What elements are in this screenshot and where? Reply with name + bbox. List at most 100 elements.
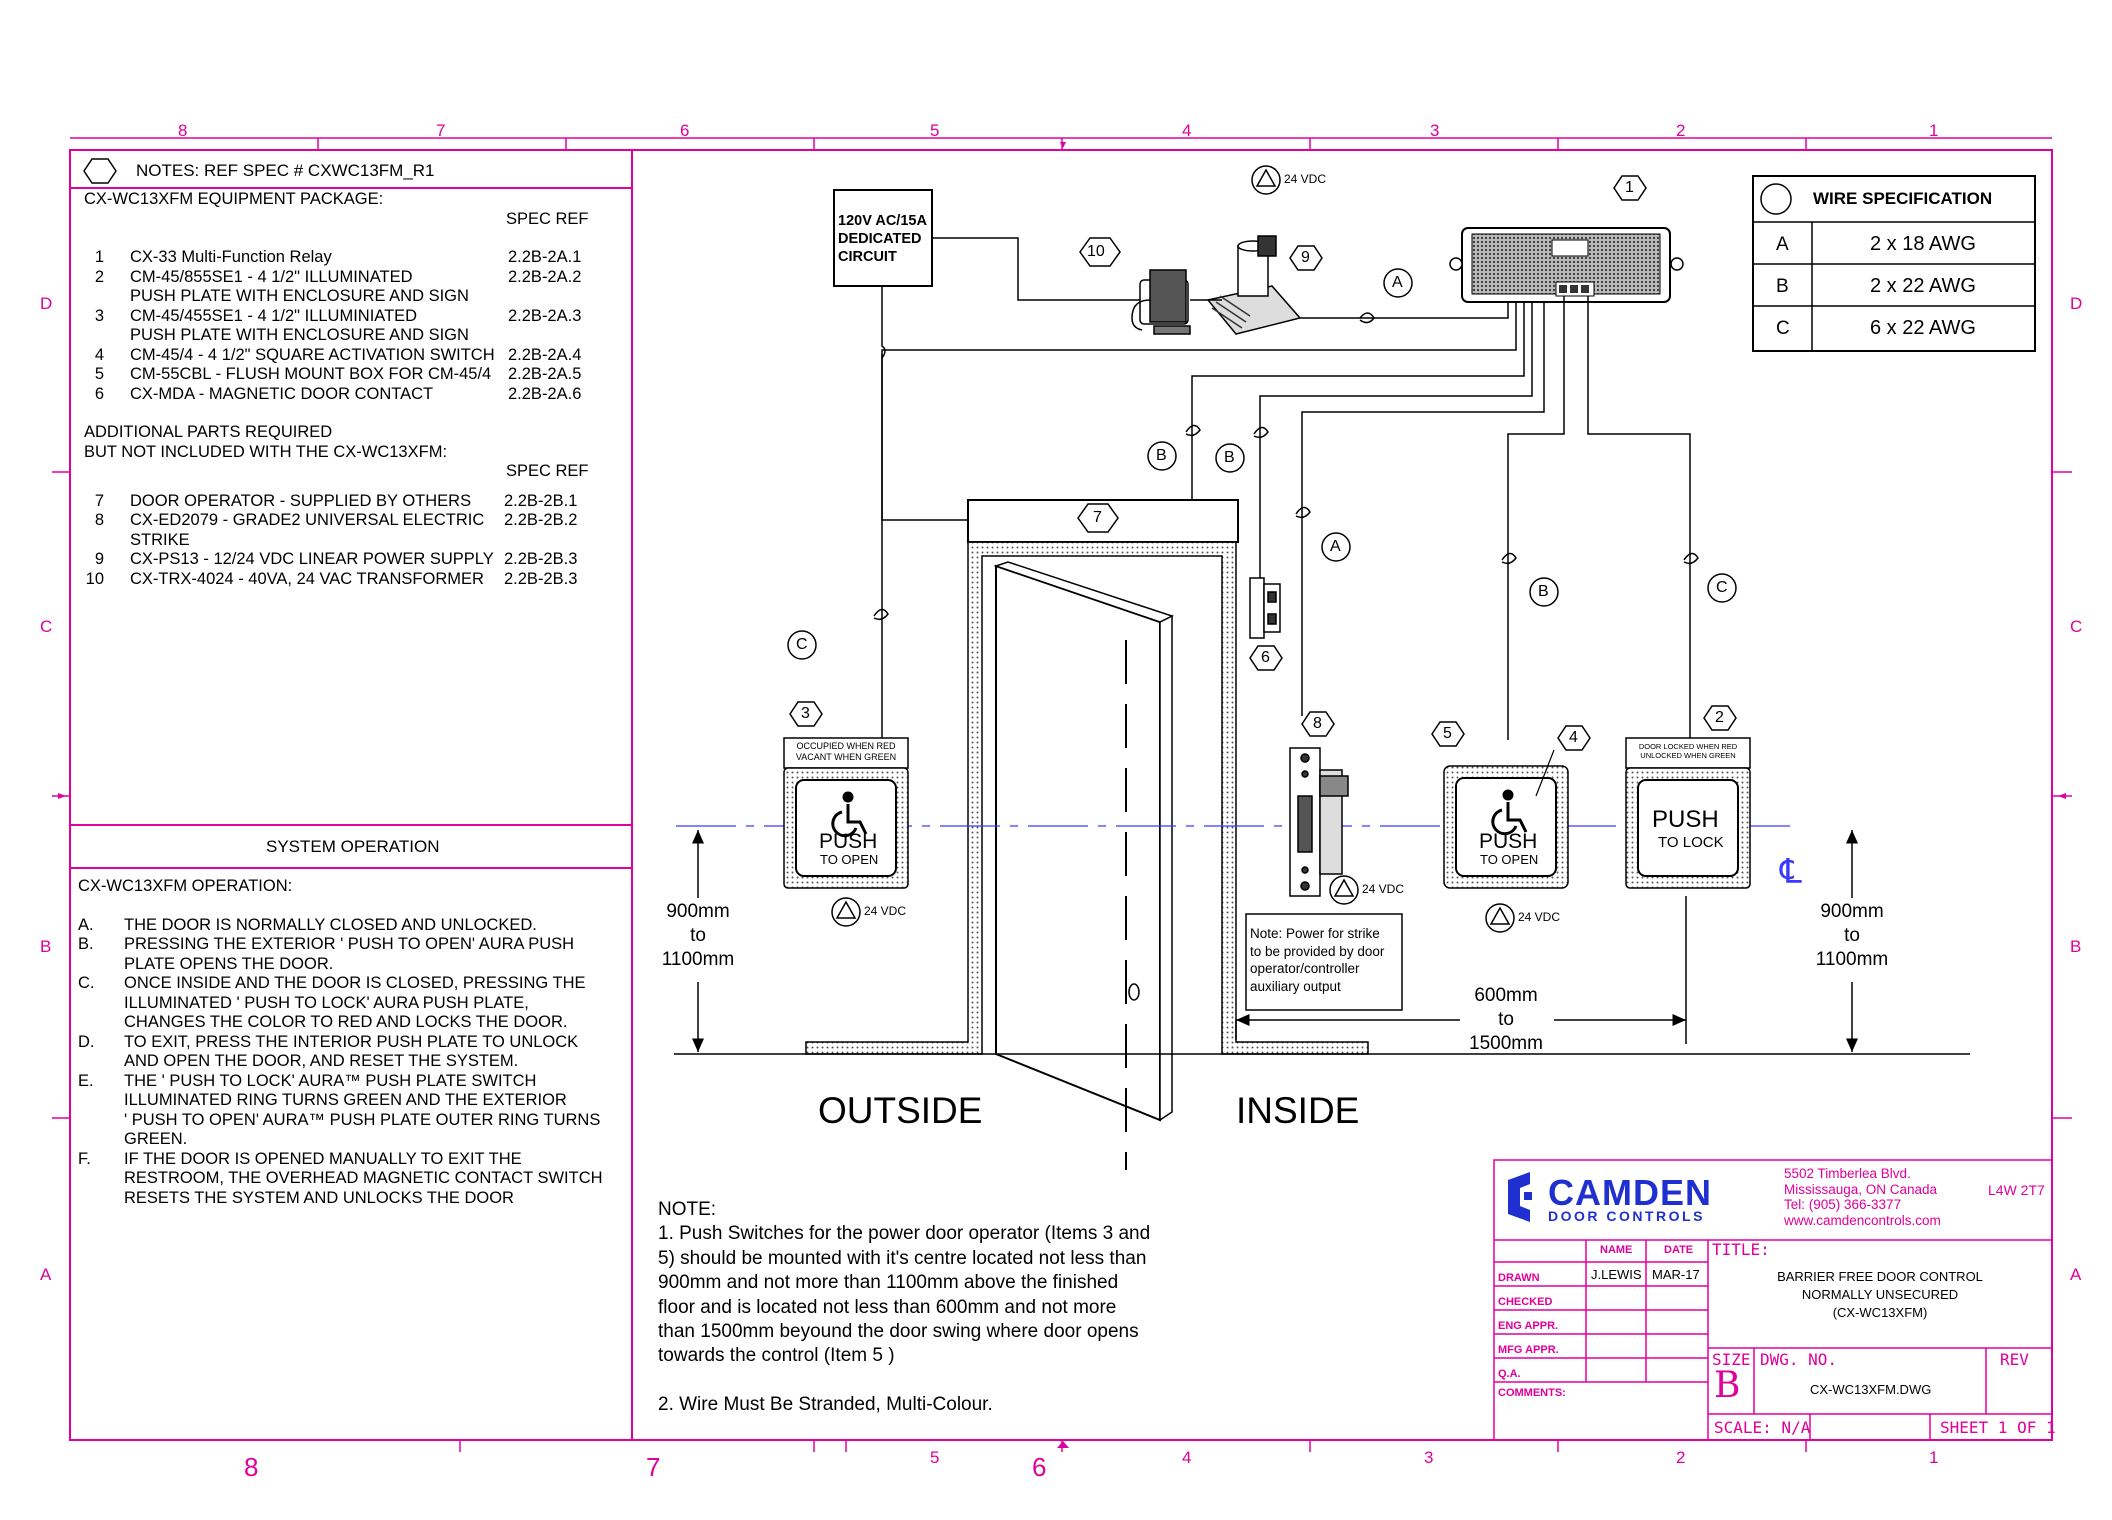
item-number: 2 [94,267,104,286]
multi-function-relay [1449,227,1684,303]
strike-note-line: auxiliary output [1250,978,1341,994]
item-description: CX-TRX-4024 - 40VA, 24 VAC TRANSFORMER [130,569,484,588]
drawn-date: MAR-17 [1652,1267,1700,1282]
step-text: CHANGES THE COLOR TO RED AND LOCKS THE D… [124,1013,568,1031]
wire-letter-b: B [1156,447,1167,464]
signoff-row-label: COMMENTS: [1498,1387,1566,1399]
item-spec-ref: 2.2B-2B.2 [504,511,578,529]
push-plate-2-graphic [1625,737,1751,889]
system-operation-title: SYSTEM OPERATION [266,837,440,856]
dim-text: 1500mm [1469,1033,1543,1054]
equipment-package: CX-WC13XFM EQUIPMENT PACKAGE: SPEC REF 1… [84,190,604,589]
dim-text: 900mm [1820,901,1884,922]
wire-spec-circle-icon [1760,183,1792,215]
dim-text: 600mm [1474,985,1538,1006]
operation-step-line: D.TO EXIT, PRESS THE INTERIOR PUSH PLATE… [78,1033,628,1053]
item-spec-ref: 2.2B-2A.6 [508,384,582,403]
step-text: ILLUMINATED ' PUSH TO LOCK' AURA PUSH PL… [124,993,529,1012]
wire-letter-c: C [1716,579,1728,596]
step-text: ' PUSH TO OPEN' AURA™ PUSH PLATE OUTER R… [124,1110,601,1129]
wire-code: B [1776,276,1789,297]
step-letter: E. [78,1071,94,1090]
callout-8: 8 [1313,715,1322,732]
callout-5: 5 [1443,725,1452,742]
item-number: 5 [94,365,104,383]
company-address: 5502 Timberlea Blvd. Mississauga, ON Can… [1784,1166,1941,1228]
wire-code: A [1776,234,1789,255]
operation-step-line: CHANGES THE COLOR TO RED AND LOCKS THE D… [78,1013,628,1033]
notes-hexagon-icon [83,158,117,184]
item-description: CM-45/855SE1 - 4 1/2" ILLUMINATED [130,267,413,286]
wire-spec-value: 2 x 18 AWG [1870,233,1976,255]
wire-code: C [1776,318,1790,339]
wire-letter-a: A [1392,274,1403,291]
plate3-sign-line: OCCUPIED WHEN RED [796,741,896,751]
item-spec-ref: 2.2B-2A.4 [508,345,582,364]
dim-text: 900mm [666,901,730,922]
date-header: DATE [1664,1244,1694,1256]
plate3-push: PUSH [819,830,878,853]
callout-7: 7 [1093,509,1102,526]
item-description: CX-33 Multi-Function Relay [130,248,332,266]
item-number: 10 [85,569,104,588]
height-dimension-left: 900mm to 1100mm [650,900,746,972]
door-frame [805,541,1369,1055]
wire-spec-value: 2 x 22 AWG [1870,275,1976,297]
operation-block: CX-WC13XFM OPERATION: A.THE DOOR IS NORM… [78,877,628,1208]
wire-letter-circles [787,268,1737,660]
vdc-icons [831,165,1515,933]
zone-top-5: 5 [930,121,940,140]
zone-side-right-B: B [2070,937,2082,956]
item-spec-ref: 2.2B-2B.3 [504,569,578,588]
step-text: RESETS THE SYSTEM AND UNLOCKS THE DOOR [124,1188,514,1207]
zone-bottom-6: 6 [1032,1452,1047,1482]
sheet-label: SHEET 1 OF 1 [1940,1418,2056,1437]
item-number: 3 [94,306,104,325]
power-supply-device [1206,235,1302,335]
operation-step-line: B.PRESSING THE EXTERIOR ' PUSH TO OPEN' … [78,935,628,955]
operation-step-line: RESTROOM, THE OVERHEAD MAGNETIC CONTACT … [78,1169,628,1189]
notes-header: NOTES: REF SPEC # CXWC13FM_R1 [136,161,435,180]
dim-text: to [1844,925,1860,946]
callout-4: 4 [1569,729,1578,746]
item-spec-ref: 2.2B-2B.1 [504,491,578,510]
distance-dimension: 600mm to 1500mm [1456,984,1556,1056]
step-letter: C. [78,974,95,992]
centerline-symbol: ℄ [1780,853,1802,891]
name-header: NAME [1600,1244,1633,1256]
title-line: NORMALLY UNSECURED [1801,1287,1959,1302]
operation-step-line: RESETS THE SYSTEM AND UNLOCKS THE DOOR [78,1189,628,1209]
plate2-to-lock: TO LOCK [1658,834,1724,851]
step-text: PRESSING THE EXTERIOR ' PUSH TO OPEN' AU… [124,935,575,953]
zone-top-7: 7 [436,121,446,140]
strike-note-line: to be provided by door [1250,943,1385,959]
callout-1: 1 [1625,179,1634,196]
wire-letter-b: B [1224,449,1235,466]
dim-text: 1100mm [1815,949,1889,970]
zone-bottom-3: 3 [1424,1448,1434,1467]
rev-label: REV [2000,1350,2029,1369]
item-number: 7 [94,491,104,510]
additional-title-1: ADDITIONAL PARTS REQUIRED [84,423,333,441]
circuit-line-2: DEDICATED [838,231,922,247]
plate5-push: PUSH [1479,830,1538,853]
zone-side-right-A: A [2070,1265,2082,1284]
signoff-rows: DRAWN CHECKED ENG APPR. MFG APPR. Q.A. C… [1498,1266,1566,1400]
step-letter: F. [78,1149,91,1168]
door-slab [993,561,1174,1122]
bottom-note-title: NOTE: [658,1199,717,1220]
dim-text: 1100mm [661,949,735,970]
item-spec-ref: 2.2B-2A.3 [508,306,582,325]
callout-10: 10 [1087,243,1105,260]
dwg-label: DWG. NO. [1760,1350,1838,1369]
equipment-item: 10 CX-TRX-4024 - 40VA, 24 VAC TRANSFORMER… [84,570,604,590]
step-letter: D. [78,1032,95,1051]
